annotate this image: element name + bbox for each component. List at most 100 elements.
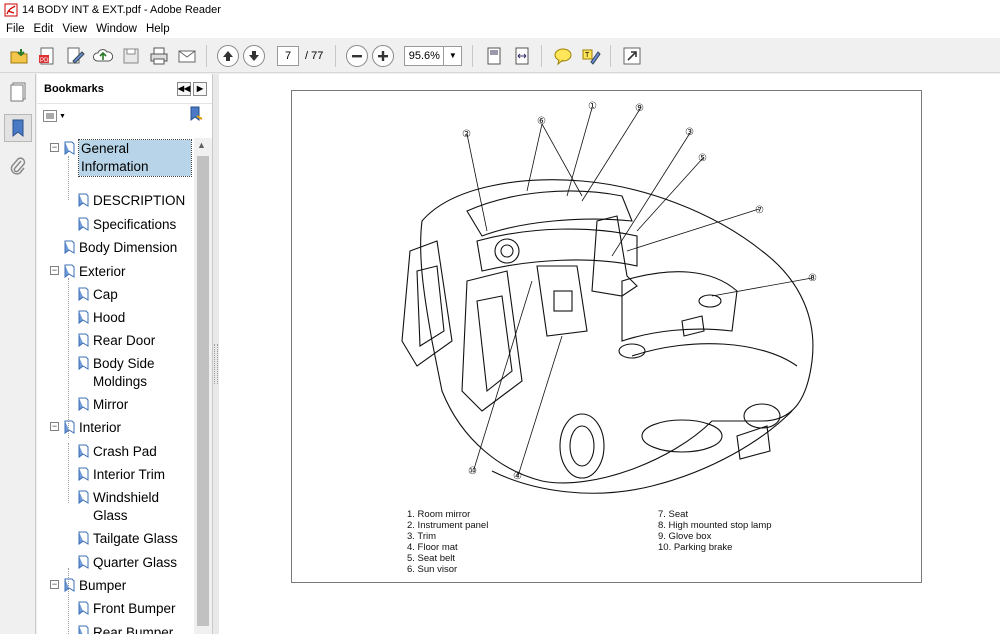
toolbar-separator: [610, 44, 612, 67]
bookmarks-toolbar: ▼: [37, 104, 212, 128]
bookmark-item[interactable]: Cap: [78, 286, 193, 304]
fit-width-button[interactable]: [509, 43, 535, 69]
panel-menu-button[interactable]: ▶: [193, 81, 207, 96]
bookmark-item[interactable]: Interior Trim: [78, 466, 193, 484]
bookmark-item[interactable]: Body Dimension: [64, 239, 191, 257]
bookmark-item[interactable]: Rear Bumper: [78, 624, 193, 634]
bookmark-item[interactable]: Body Side Moldings: [78, 355, 193, 391]
save-disk-icon: [123, 48, 139, 63]
bookmark-label: Interior: [79, 420, 122, 435]
bookmark-item[interactable]: Hood: [78, 309, 193, 327]
upload-button[interactable]: [90, 43, 116, 69]
bookmark-label: Hood: [93, 310, 126, 325]
document-view[interactable]: ① ② ③ ④ ⑤ ⑥ ⑦ ⑧ ⑨ ⑩ 1. Room mirror 2. In…: [219, 74, 1000, 634]
open-file-icon: [10, 48, 28, 63]
bookmark-item[interactable]: Tailgate Glass: [78, 530, 193, 548]
callout-1: ①: [588, 101, 597, 112]
pane-splitter[interactable]: [213, 74, 219, 634]
bookmark-item[interactable]: Windshield Glass: [78, 489, 193, 525]
collapse-panel-button[interactable]: ◀◀: [177, 81, 191, 96]
expand-bookmark-button[interactable]: [188, 106, 204, 127]
menu-file[interactable]: File: [6, 23, 25, 35]
bookmark-item[interactable]: − Interior: [50, 419, 191, 437]
scroll-up-icon[interactable]: ▲: [197, 140, 206, 150]
next-page-button[interactable]: [243, 44, 265, 67]
callout-5: ⑤: [698, 153, 707, 164]
bookmark-item[interactable]: Front Bumper: [78, 600, 193, 618]
bookmark-icon: [64, 578, 75, 592]
bookmark-item[interactable]: Rear Door: [78, 332, 193, 350]
create-pdf-button[interactable]: PDF: [34, 43, 60, 69]
menu-view[interactable]: View: [62, 23, 88, 35]
bookmark-label: Rear Door: [93, 333, 156, 348]
highlighter-pen-icon: T: [582, 49, 602, 65]
edit-pdf-button[interactable]: [62, 43, 88, 69]
comment-button[interactable]: [550, 43, 576, 69]
bookmark-icon: [78, 333, 89, 347]
attachments-button[interactable]: [4, 152, 32, 180]
bookmark-item[interactable]: Specifications: [78, 216, 193, 234]
legend-item: 8. High mounted stop lamp: [658, 520, 772, 531]
page-thumbnails-button[interactable]: [4, 78, 32, 106]
bookmarks-panel-button[interactable]: [4, 114, 32, 142]
zoom-out-button[interactable]: [346, 44, 369, 67]
minus-icon: [352, 54, 363, 57]
save-button[interactable]: [118, 43, 144, 69]
bookmark-label: Tailgate Glass: [93, 531, 178, 546]
bookmark-icon: [64, 264, 75, 278]
previous-page-button[interactable]: [217, 44, 239, 67]
collapse-toggle[interactable]: −: [50, 265, 59, 275]
callout-9: ⑨: [635, 103, 644, 114]
page-number-input[interactable]: 7: [277, 45, 299, 66]
scrollbar-thumb[interactable]: [197, 156, 209, 626]
full-screen-button[interactable]: [619, 43, 645, 69]
callout-10: ⑩: [468, 466, 477, 477]
cloud-upload-icon: [93, 48, 113, 61]
email-button[interactable]: [174, 43, 200, 69]
bookmark-item[interactable]: − Bumper: [50, 577, 191, 595]
chevron-down-icon: ▼: [59, 112, 66, 120]
collapse-toggle[interactable]: −: [50, 421, 59, 431]
zoom-dropdown[interactable]: ▼: [444, 45, 463, 66]
bookmark-label: Crash Pad: [93, 444, 157, 459]
bookmark-label: Front Bumper: [93, 601, 176, 616]
options-dropdown[interactable]: ▼: [43, 110, 66, 122]
collapse-toggle[interactable]: −: [50, 142, 59, 152]
title-bar: 14 BODY INT & EXT.pdf - Adobe Reader: [0, 0, 1000, 20]
bookmarks-scrollbar[interactable]: ▲: [194, 138, 212, 634]
menu-window[interactable]: Window: [96, 23, 137, 35]
open-button[interactable]: [6, 43, 32, 69]
bookmark-icon: [78, 356, 89, 370]
bookmark-item[interactable]: Quarter Glass: [78, 554, 193, 572]
zoom-level-input[interactable]: 95.6%: [404, 45, 445, 66]
bookmark-icon: [78, 193, 89, 207]
bookmark-icon: [78, 601, 89, 615]
bookmark-icon: [78, 625, 89, 634]
print-button[interactable]: [146, 43, 172, 69]
menu-help[interactable]: Help: [145, 23, 170, 35]
arrow-down-icon: [249, 50, 259, 61]
bookmark-label: Mirror: [93, 397, 129, 412]
tree-guide-line: [68, 156, 69, 200]
highlight-button[interactable]: T: [578, 43, 604, 69]
bookmark-icon: [64, 141, 75, 155]
bookmark-icon: [78, 310, 89, 324]
splitter-grip[interactable]: [214, 344, 218, 384]
bookmark-label: Cap: [93, 287, 118, 302]
bookmark-label: Bumper: [79, 578, 127, 593]
fit-page-button[interactable]: [481, 43, 507, 69]
paperclip-icon: [10, 157, 26, 175]
bookmark-item[interactable]: −General Information: [50, 139, 192, 177]
create-pdf-icon: PDF: [39, 47, 54, 64]
menu-edit[interactable]: Edit: [33, 23, 54, 35]
bookmark-label: Windshield Glass: [93, 490, 160, 523]
collapse-toggle[interactable]: −: [50, 579, 59, 589]
bookmark-item[interactable]: DESCRIPTION: [78, 192, 193, 210]
bookmark-item[interactable]: Crash Pad: [78, 443, 193, 461]
bookmark-item[interactable]: −Exterior: [50, 263, 191, 281]
bookmark-label: Specifications: [93, 217, 177, 232]
bookmark-item[interactable]: Mirror: [78, 396, 193, 414]
zoom-in-button[interactable]: [372, 44, 395, 67]
toolbar-separator: [472, 44, 474, 67]
comment-bubble-icon: [554, 48, 572, 65]
